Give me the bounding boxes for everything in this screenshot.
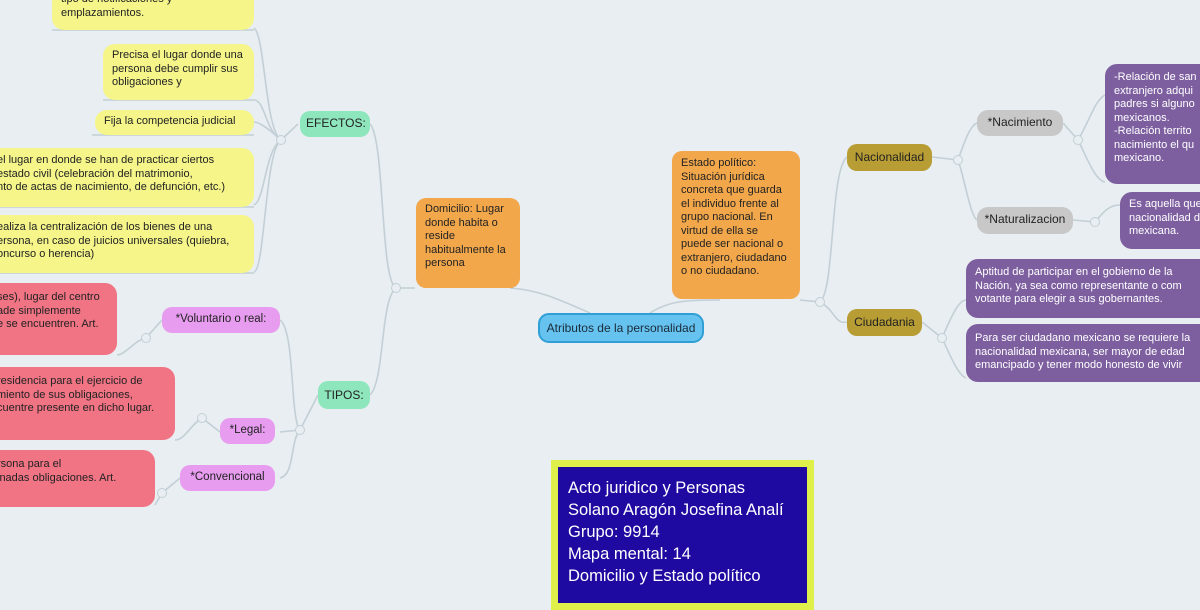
efectos-item-2[interactable]: Precisa el lugar donde una persona debe … [103, 44, 254, 100]
title-line-topic: Domicilio y Estado político [568, 567, 761, 585]
convencional-text[interactable]: rsona para el inadas obligaciones. Art. [0, 450, 155, 507]
junction-dot [937, 333, 947, 343]
junction-dot [1090, 217, 1100, 227]
efectos-item-5[interactable]: ealiza la centralización de los bienes d… [0, 215, 254, 273]
title-line-author: Solano Aragón Josefina Analí [568, 501, 784, 519]
nacimiento-node[interactable]: *Nacimiento [977, 110, 1063, 136]
title-box: Acto juridico y Personas Solano Aragón J… [551, 460, 814, 610]
junction-dot [157, 488, 167, 498]
convencional-node[interactable]: *Convencional [180, 465, 275, 491]
title-box-text: Acto juridico y Personas Solano Aragón J… [558, 467, 807, 603]
voluntario-text[interactable]: ses), lugar del centro ade simplemente e… [0, 283, 117, 355]
naturalizacion-text[interactable]: Es aquella que nacionalidad d mexicana. [1120, 192, 1200, 249]
junction-dot [141, 333, 151, 343]
nacionalidad-node[interactable]: Nacionalidad [847, 144, 932, 171]
ciudadania-item-1[interactable]: Aptitud de participar en el gobierno de … [966, 259, 1200, 318]
legal-node[interactable]: *Legal: [220, 418, 275, 444]
junction-dot [295, 425, 305, 435]
efectos-item-1[interactable]: tipo de notificaciones y emplazamientos. [52, 0, 254, 30]
title-line-course: Acto juridico y Personas [568, 479, 745, 497]
junction-dot [1073, 135, 1083, 145]
tipos-node[interactable]: TIPOS: [318, 381, 370, 409]
ciudadania-item-2[interactable]: Para ser ciudadano mexicano se requiere … [966, 324, 1200, 382]
junction-dot [953, 155, 963, 165]
nacimiento-text[interactable]: -Relación de san extranjero adqui padres… [1105, 64, 1200, 184]
junction-dot [276, 135, 286, 145]
title-line-map-number: Mapa mental: 14 [568, 545, 691, 563]
ciudadania-node[interactable]: Ciudadania [847, 309, 922, 336]
efectos-item-4[interactable]: el lugar en donde se han de practicar ci… [0, 148, 254, 207]
title-line-group: Grupo: 9914 [568, 523, 660, 541]
efectos-node[interactable]: EFECTOS: [300, 111, 370, 137]
central-topic[interactable]: Atributos de la personalidad [538, 313, 704, 343]
junction-dot [391, 283, 401, 293]
efectos-item-3[interactable]: Fija la competencia judicial [95, 110, 254, 135]
junction-dot [815, 297, 825, 307]
voluntario-node[interactable]: *Voluntario o real: [162, 307, 280, 333]
junction-dot [197, 413, 207, 423]
legal-text[interactable]: residencia para el ejercicio de miento d… [0, 367, 175, 440]
estado-politico-node[interactable]: Estado político: Situación jurídica conc… [672, 151, 800, 299]
naturalizacion-node[interactable]: *Naturalizacion [977, 207, 1073, 234]
domicilio-node[interactable]: Domicilio: Lugar donde habita o reside h… [416, 198, 520, 288]
